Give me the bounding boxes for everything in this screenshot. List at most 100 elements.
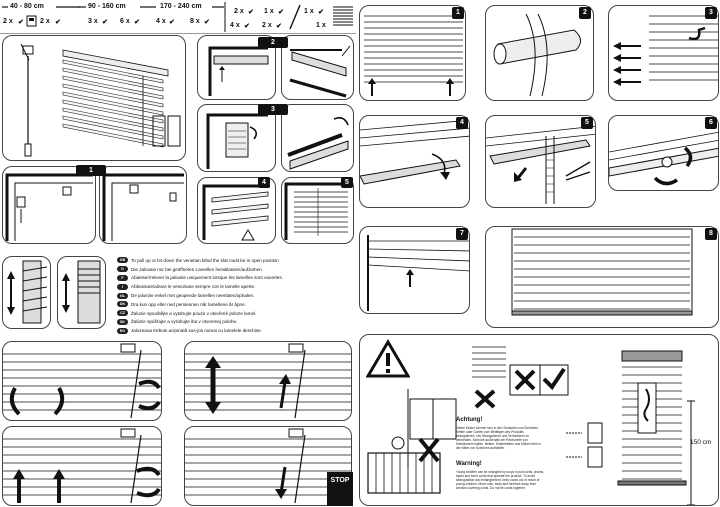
size-2-extra-check: ✔	[134, 19, 140, 26]
warning-text-en: Young children can be strangled by loops…	[456, 470, 544, 490]
slat-bundle-icon	[333, 6, 353, 26]
size-2-brackets: 3 x	[88, 18, 98, 25]
bracket-clip-drawing	[289, 45, 351, 98]
tilt-panel-2	[2, 426, 162, 506]
cord-safety-drawing	[472, 346, 569, 409]
part-2-check: ✔	[244, 23, 250, 30]
open-position-panel-2	[57, 256, 106, 329]
part-3-qty: 1 x	[264, 8, 274, 15]
instruction-text: Jaluzeaua trebuie acționată sus-jos numa…	[131, 328, 262, 334]
step-4-top-badge: 4	[258, 177, 270, 188]
step-2-top-badge: 2	[258, 37, 288, 48]
slats-tilted-drawing	[367, 235, 469, 311]
step-4-left-panel	[197, 177, 276, 244]
step-5-badge: 5	[581, 117, 593, 129]
warning-triangle-icon	[366, 339, 410, 378]
raise-panel	[184, 341, 352, 421]
slats-hang-drawing	[202, 184, 270, 241]
height-label: 150 cm	[690, 439, 712, 446]
cleat-drawing	[566, 422, 603, 468]
instruction-text: Abbassare/alzare le veneziane sempre con…	[131, 284, 256, 290]
step-8-badge: 8	[705, 228, 717, 240]
instruction-text: Žaluzie spouštějte a vytahujte pouze v o…	[131, 310, 257, 316]
instruction-text: To pull up or let down the venetian blin…	[131, 257, 279, 263]
raise-slats-drawing	[185, 343, 351, 419]
step-2-badge: 2	[579, 7, 591, 19]
step-6-badge: 6	[705, 117, 717, 129]
headrail-clip-drawing	[287, 117, 349, 170]
wand-icon	[289, 4, 301, 30]
step-6-panel	[608, 115, 719, 191]
size-2-brackets-check: ✔	[102, 19, 108, 26]
size-3-extra-check: ✔	[204, 19, 210, 26]
warning-text-de: Kleine Kinder können sich in den Schlauf…	[456, 426, 541, 450]
mounted-blind-height-drawing	[617, 350, 687, 486]
size-1-brackets-check: ✔	[18, 19, 24, 26]
child-cot-drawing	[367, 389, 457, 494]
lang-code: F	[117, 274, 128, 281]
range-lines	[2, 2, 226, 32]
step-5-top-badge: 5	[341, 177, 353, 188]
size-3-extra: 8 x	[190, 18, 200, 25]
step-1-left-panel	[2, 166, 96, 244]
step-1-top-badge: 1	[76, 165, 106, 176]
rolled-slats-drawing	[493, 13, 581, 97]
step-1-right-panel	[99, 166, 187, 244]
part-4-qty: 2 x	[262, 22, 272, 29]
instruction-text: De jaloezie enkel met geopende lamellen …	[131, 293, 255, 299]
part-3-check: ✔	[278, 9, 284, 16]
part-4-check: ✔	[276, 23, 282, 30]
instruction-text: Dra kun opp eller ned persiennen når lam…	[131, 301, 246, 307]
step-1-panel	[359, 5, 466, 101]
size-3-brackets: 4 x	[156, 18, 166, 25]
size-1-clips: 2 x	[40, 18, 50, 25]
blind-mounted-drawing	[284, 182, 352, 240]
tilt-mechanism-drawing	[609, 131, 718, 186]
lower-slats-drawing	[185, 428, 351, 504]
size-range-2: 90 - 160 cm	[88, 3, 126, 10]
overview-panel	[2, 35, 186, 161]
instruction-text: Žalúzie spúšťajte a vyťahujte iba v otvo…	[131, 319, 238, 325]
height-dimension-line	[687, 400, 695, 505]
step-7-panel	[359, 226, 470, 314]
size-1-clips-check: ✔	[55, 19, 61, 26]
step-1-badge: 1	[452, 7, 464, 19]
finished-blind-drawing	[511, 228, 693, 316]
instruction-text: Abaisser/relever la jalousie uniquement …	[131, 275, 283, 281]
headrail-mount-drawing	[206, 113, 268, 169]
part-1-check: ✔	[248, 9, 254, 16]
size-1-brackets: 2 x	[3, 18, 13, 25]
parts-strip: 40 - 80 cm 2 x ✔ 2 x ✔ 90 - 160 cm 3 x ✔…	[0, 0, 356, 34]
size-2-extra: 6 x	[120, 18, 130, 25]
closed-slats-drawing	[62, 260, 101, 324]
part-5-qty: 1 x	[304, 8, 314, 15]
window-frame-left-drawing	[5, 173, 93, 241]
bottom-rail-drawing	[360, 119, 469, 185]
step-7-badge: 7	[456, 228, 468, 240]
part-6-qty: 1 x	[316, 22, 326, 29]
step-2-right-panel	[281, 35, 354, 100]
step-2-panel	[485, 5, 594, 101]
cord-ladder-drawing	[486, 125, 595, 204]
step-3-top-badge: 3	[258, 104, 288, 115]
warning-title-de: Achtung!	[456, 417, 483, 423]
open-slats-drawing	[7, 260, 48, 324]
lang-code: NL	[117, 292, 128, 299]
step-3-badge: 3	[705, 7, 717, 19]
lower-panel	[184, 426, 352, 506]
bracket-icon	[26, 15, 37, 27]
size-range-3: 170 - 240 cm	[160, 3, 202, 10]
lang-code: CZ	[117, 310, 128, 317]
instruction-text: Die Jalousie nur bei geöffneten Lamellen…	[131, 266, 263, 272]
lang-code: DK	[117, 301, 128, 308]
step-5-left-panel	[281, 177, 354, 244]
warning-title-en: Warning!	[456, 461, 482, 467]
